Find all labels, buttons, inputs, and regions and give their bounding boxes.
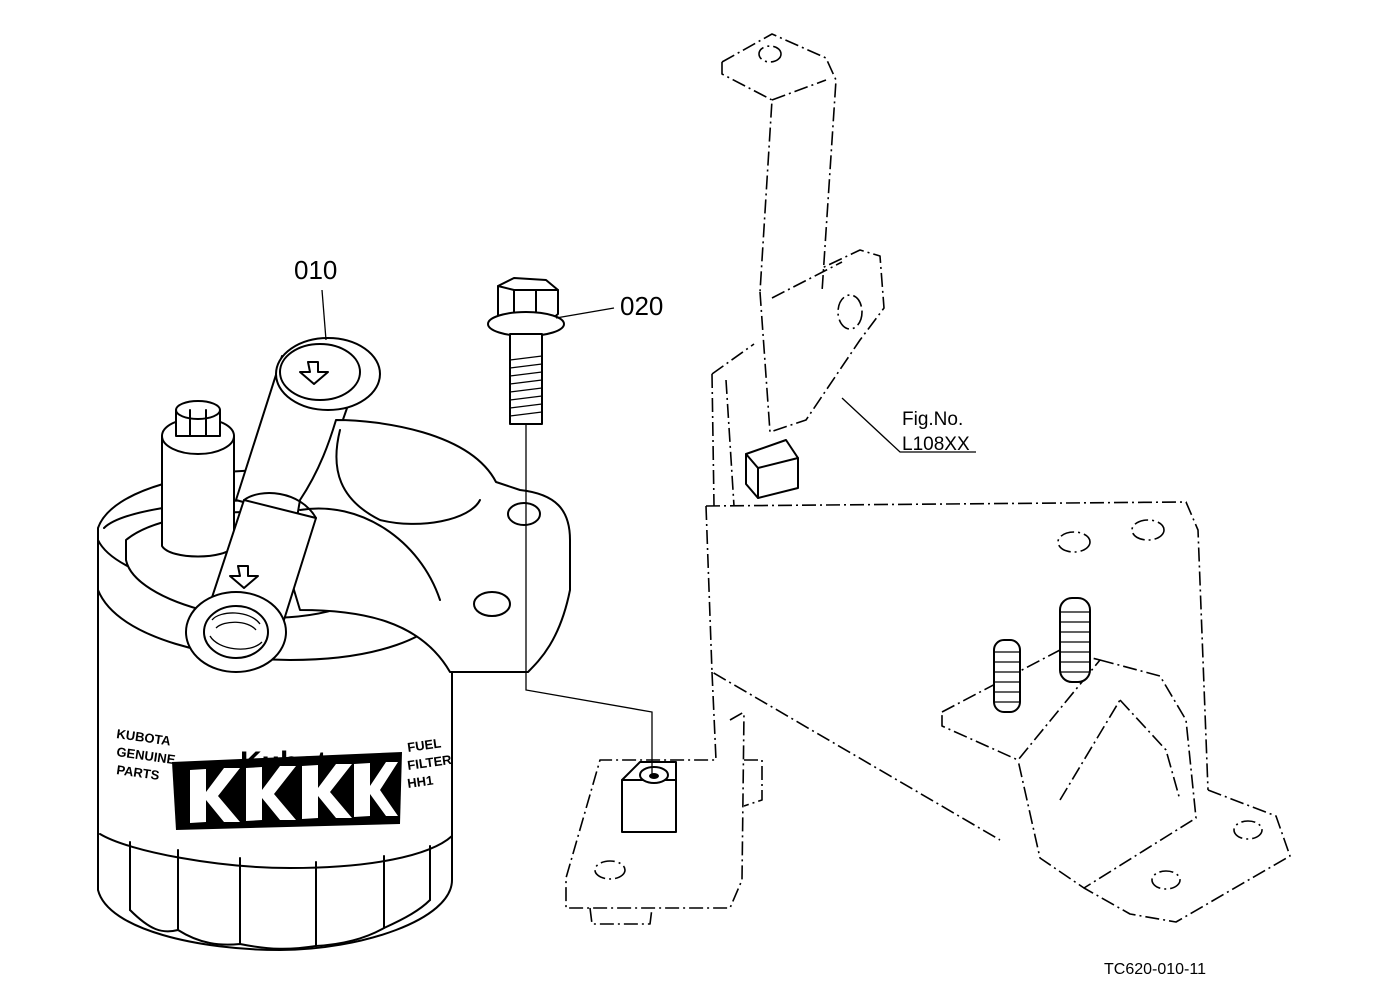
weld-nut [621, 761, 677, 833]
figure-ref-label: Fig.No. [902, 409, 963, 430]
leader-020 [555, 307, 615, 319]
figure-ref-number: L108XX [902, 434, 970, 455]
label-right-line-3: HH1 [406, 772, 434, 790]
leader-figno [841, 397, 976, 453]
mount-studs [993, 597, 1091, 713]
bracket-assembly [565, 33, 1291, 925]
square-nut [745, 439, 799, 499]
callout-010: 010 [294, 255, 337, 285]
outlet-port [185, 492, 317, 673]
fuel-filter-assembly: Kubota KUBOTA GENUINE PARTS FUEL FILTER … [97, 337, 571, 951]
filter-label: Kubota KUBOTA GENUINE PARTS FUEL FILTER … [116, 726, 453, 830]
label-left-line-3: PARTS [116, 762, 161, 783]
leader-010 [321, 289, 327, 341]
bolt-reference-line [525, 424, 653, 776]
stud-right [1059, 597, 1091, 683]
vent-plug [161, 400, 235, 558]
stud-left [993, 639, 1021, 713]
inlet-port [235, 337, 381, 521]
label-right-line-2: FILTER [406, 752, 453, 773]
callout-020: 020 [620, 291, 663, 321]
drawing-code: TC620-010-11 [1104, 961, 1206, 978]
flange-bolt [487, 277, 565, 425]
label-right-line-1: FUEL [406, 735, 442, 755]
